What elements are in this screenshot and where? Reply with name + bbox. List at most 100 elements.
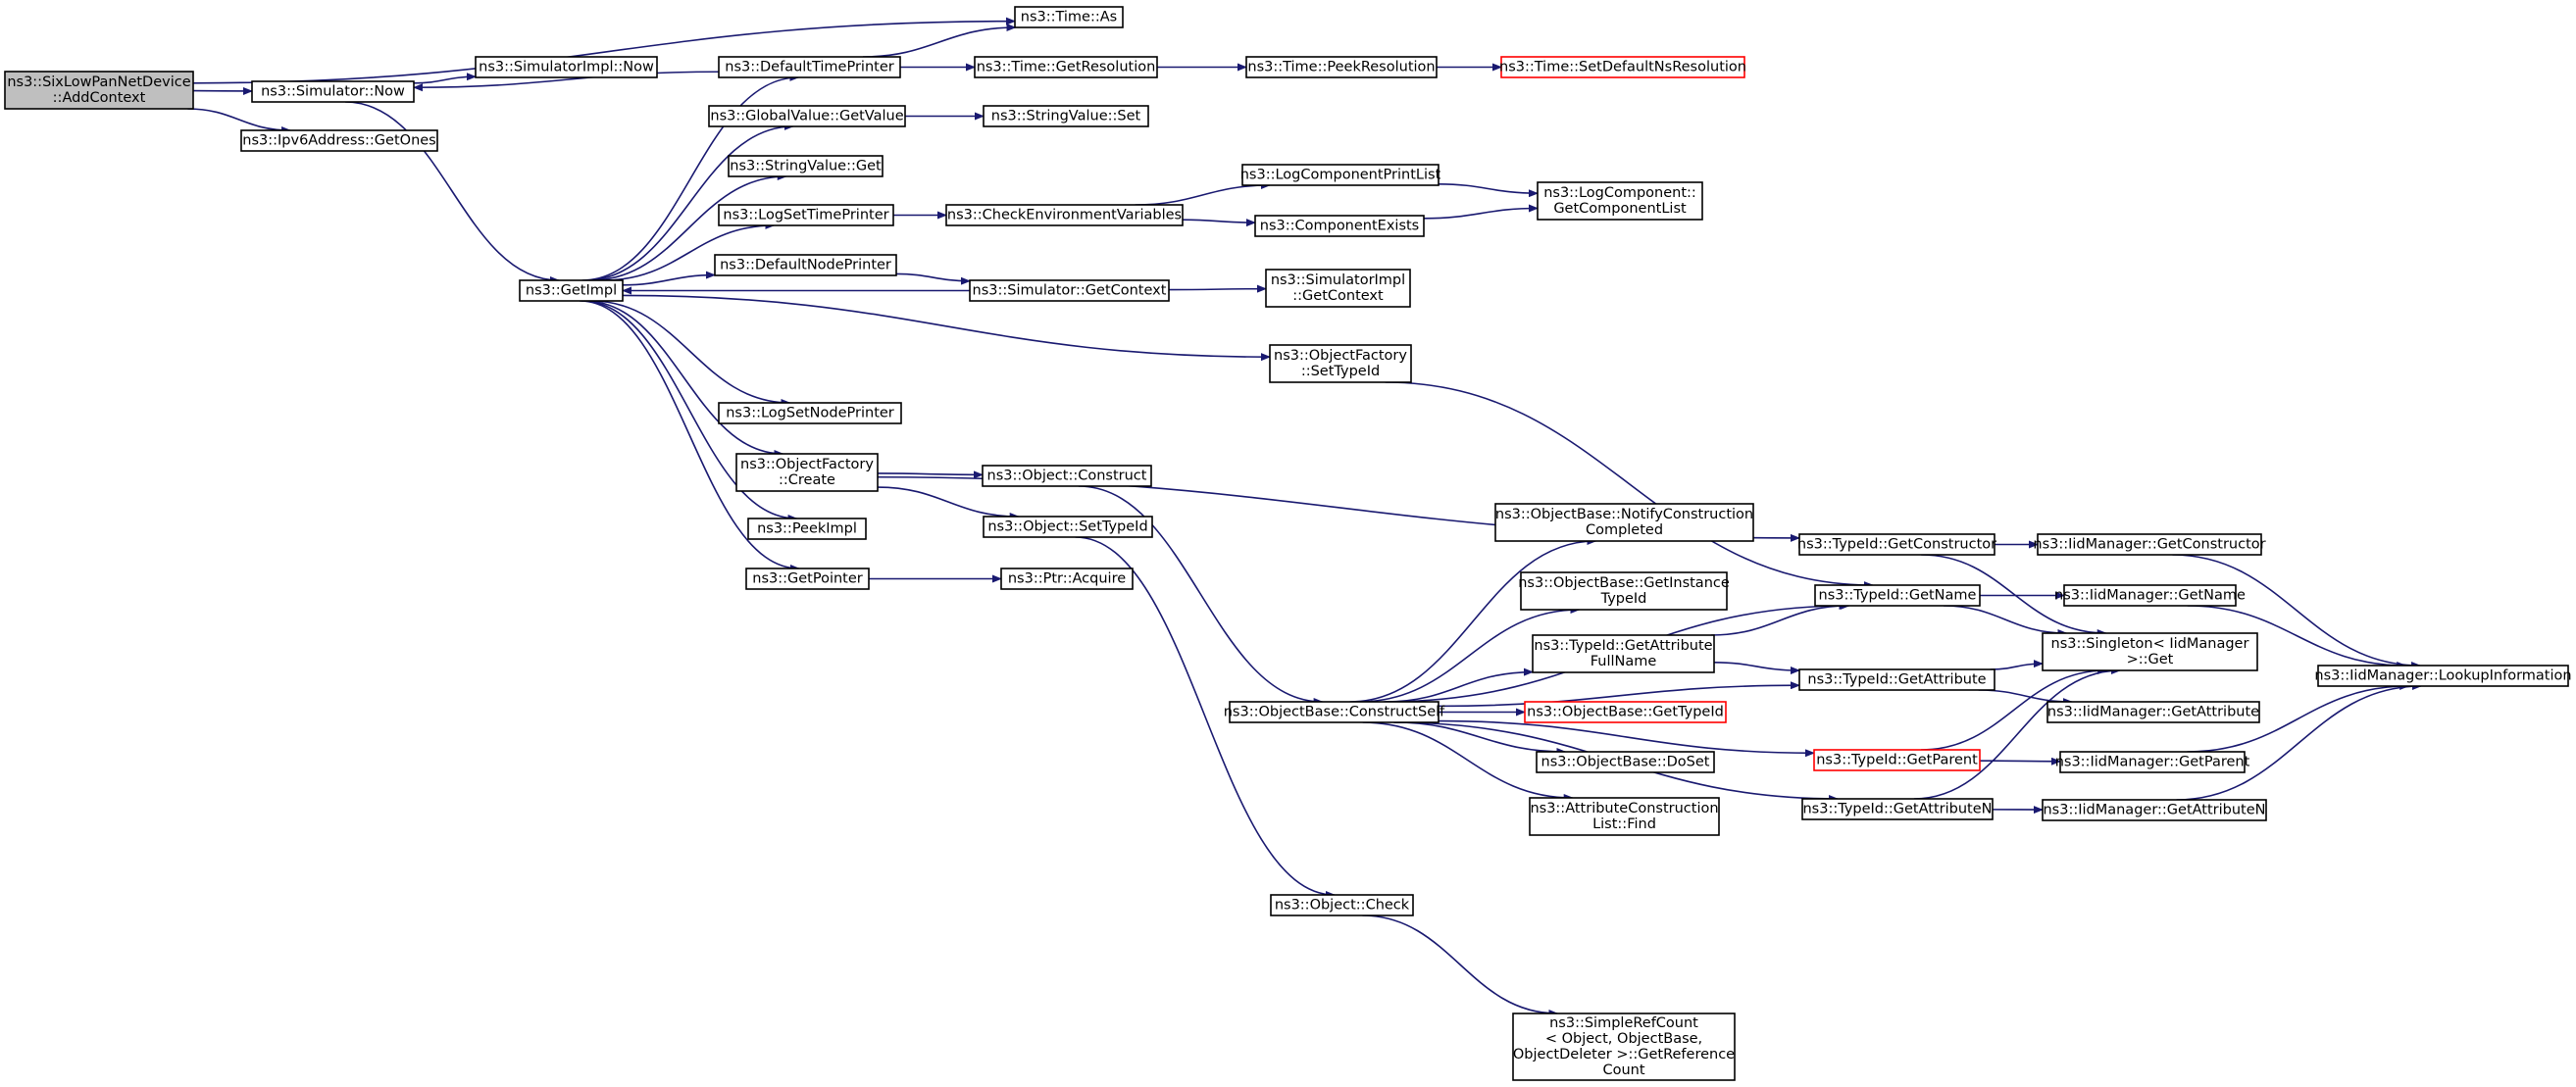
call-edges [187,17,2422,1017]
node-box [974,56,1158,78]
node-box [240,129,438,152]
node-tidgetname[interactable]: ns3::TypeId::GetName [1814,584,1981,607]
node-label: ns3::LogComponent:: [1543,185,1696,201]
node-box [1265,269,1411,308]
node-tidgetattr[interactable]: ns3::TypeId::GetAttribute [1798,668,1995,691]
edge-tidgetparent-to-iidgetparent [1979,757,2061,766]
node-obdoset[interactable]: ns3::ObjectBase::DoSet [1536,751,1715,773]
node-objcheck[interactable]: ns3::Object::Check [1270,894,1414,916]
node-ipv6ones[interactable]: ns3::Ipv6Address::GetOnes [240,129,438,152]
node-label: ns3::ObjectFactory [740,457,874,472]
node-box [718,56,901,78]
node-defnodeprinter[interactable]: ns3::DefaultNodePrinter [714,254,897,276]
node-setdefns[interactable]: ns3::Time::SetDefaultNsResolution [1499,56,1746,78]
edge-obconstructself-to-obgetinst [1358,606,1581,703]
node-label: ns3::Ipv6Address::GetOnes [242,133,435,149]
edge-tidgetconstructor-to-singletonget [1921,554,2107,637]
node-label: ns3::SimulatorImpl [1271,272,1405,288]
node-iidgetconstructor[interactable]: ns3::IidManager::GetConstructor [2033,533,2266,556]
node-label: < Object, ObjectBase, [1545,1031,1702,1047]
node-gvgetvalue[interactable]: ns3::GlobalValue::GetValue [708,105,906,127]
node-label: ::Create [779,472,835,488]
node-strvalget[interactable]: ns3::StringValue::Get [728,155,884,177]
node-objconstruct[interactable]: ns3::Object::Construct [982,465,1152,487]
node-label: ns3::Object::SetTypeId [987,519,1147,535]
node-compexists[interactable]: ns3::ComponentExists [1254,215,1425,237]
node-iidgetparent[interactable]: ns3::IidManager::GetParent [2055,751,2250,773]
node-getimpl[interactable]: ns3::GetImpl [519,279,624,302]
node-tidgetconstructor[interactable]: ns3::TypeId::GetConstructor [1797,533,1996,556]
node-timeas[interactable]: ns3::Time::As [1014,6,1124,28]
node-getpointer[interactable]: ns3::GetPointer [745,568,870,590]
node-root[interactable]: ns3::SixLowPanNetDevice::AddContext [4,71,194,110]
edge-getimpl-to-gvgetvalue [584,123,794,281]
edge-obconstructself-to-tidgetparent [1438,719,1815,758]
node-iidgetname[interactable]: ns3::IidManager::GetName [2054,584,2246,607]
node-deftimeprinter[interactable]: ns3::DefaultTimePrinter [718,56,901,78]
edge-iidgetconstructor-to-iidlookup [2172,554,2422,669]
node-ofsettypeid[interactable]: ns3::ObjectFactory::SetTypeId [1269,344,1412,383]
node-box [1014,6,1124,28]
node-ofcreate[interactable]: ns3::ObjectFactory::Create [735,453,879,492]
node-label: ns3::SimpleRefCount [1549,1015,1698,1031]
node-simimplgetctx[interactable]: ns3::SimulatorImpl::GetContext [1265,269,1411,308]
node-box [982,465,1152,487]
node-box [1494,503,1754,542]
node-obnotify[interactable]: ns3::ObjectBase::NotifyConstructionCompl… [1494,503,1754,542]
node-label: ns3::PeekImpl [757,521,857,537]
node-logsettime[interactable]: ns3::LogSetTimePrinter [718,204,894,226]
node-label: ns3::ObjectFactory [1274,348,1407,364]
node-peekimpl[interactable]: ns3::PeekImpl [747,518,867,540]
node-box [2042,799,2267,821]
node-box [2063,584,2237,607]
node-objsettypeid[interactable]: ns3::Object::SetTypeId [983,516,1153,538]
node-logsetnode[interactable]: ns3::LogSetNodePrinter [718,402,902,424]
edge-getimpl-to-ofcreate [584,300,784,458]
edge-simnow-to-getimpl [345,101,560,284]
node-tidgetparent[interactable]: ns3::TypeId::GetParent [1813,749,1981,771]
node-box [1529,797,1720,836]
node-box [718,204,894,226]
node-label: ns3::ComponentExists [1260,219,1420,234]
edge-obconstructself-to-tidgetattrfull [1385,667,1534,703]
node-simimplnow[interactable]: ns3::SimulatorImpl::Now [475,56,658,78]
node-label: ns3::ObjectBase::NotifyConstruction [1495,507,1753,522]
node-iidgetattr[interactable]: ns3::IidManager::GetAttribute [2046,701,2260,723]
node-box [1270,894,1414,916]
node-obconstructself[interactable]: ns3::ObjectBase::ConstructSelf [1224,701,1445,723]
node-label: ns3::GlobalValue::GetValue [710,109,903,124]
node-iidlookup[interactable]: ns3::IidManager::LookupInformation [2314,665,2572,687]
node-ptracquire[interactable]: ns3::Ptr::Acquire [1000,568,1134,590]
node-getres[interactable]: ns3::Time::GetResolution [974,56,1158,78]
edge-tidgetattr-to-singletonget [1990,660,2044,670]
node-simgetctx[interactable]: ns3::Simulator::GetContext [969,279,1170,302]
node-label: ns3::ObjectBase::ConstructSelf [1224,705,1445,720]
edge-defnodeprinter-to-simgetctx [895,272,971,285]
node-checkenv[interactable]: ns3::CheckEnvironmentVariables [945,204,1184,226]
node-box [945,204,1184,226]
node-logcompgetlist[interactable]: ns3::LogComponent::GetComponentList [1537,181,1703,221]
edge-getimpl-to-logsetnode [590,300,791,407]
node-label: GetComponentList [1553,201,1687,217]
node-label: ns3::CheckEnvironmentVariables [947,208,1182,223]
node-simnow[interactable]: ns3::Simulator::Now [251,80,415,103]
node-label: ns3::TypeId::GetAttribute [1534,638,1712,654]
node-peekres[interactable]: ns3::Time::PeekResolution [1245,56,1438,78]
edge-obconstructself-to-obdoset [1393,721,1567,756]
node-box [747,518,867,540]
node-strvalset[interactable]: ns3::StringValue::Set [983,105,1149,127]
node-box [745,568,870,590]
node-logcompprint[interactable]: ns3::LogComponentPrintList [1240,164,1441,186]
edge-getimpl-to-strvalget [590,173,787,281]
node-tidgetattrn[interactable]: ns3::TypeId::GetAttributeN [1801,798,1994,820]
node-srcgetref[interactable]: ns3::SimpleRefCount< Object, ObjectBase,… [1512,1013,1736,1081]
node-iidgetattrn[interactable]: ns3::IidManager::GetAttributeN [2042,799,2267,821]
node-singletonget[interactable]: ns3::Singleton< IidManager>::Get [2042,632,2258,671]
node-label: ns3::GetPointer [752,571,863,587]
node-box [1269,344,1412,383]
node-label: ns3::Time::SetDefaultNsResolution [1499,60,1746,75]
node-obgettypeid[interactable]: ns3::ObjectBase::GetTypeId [1524,701,1727,723]
